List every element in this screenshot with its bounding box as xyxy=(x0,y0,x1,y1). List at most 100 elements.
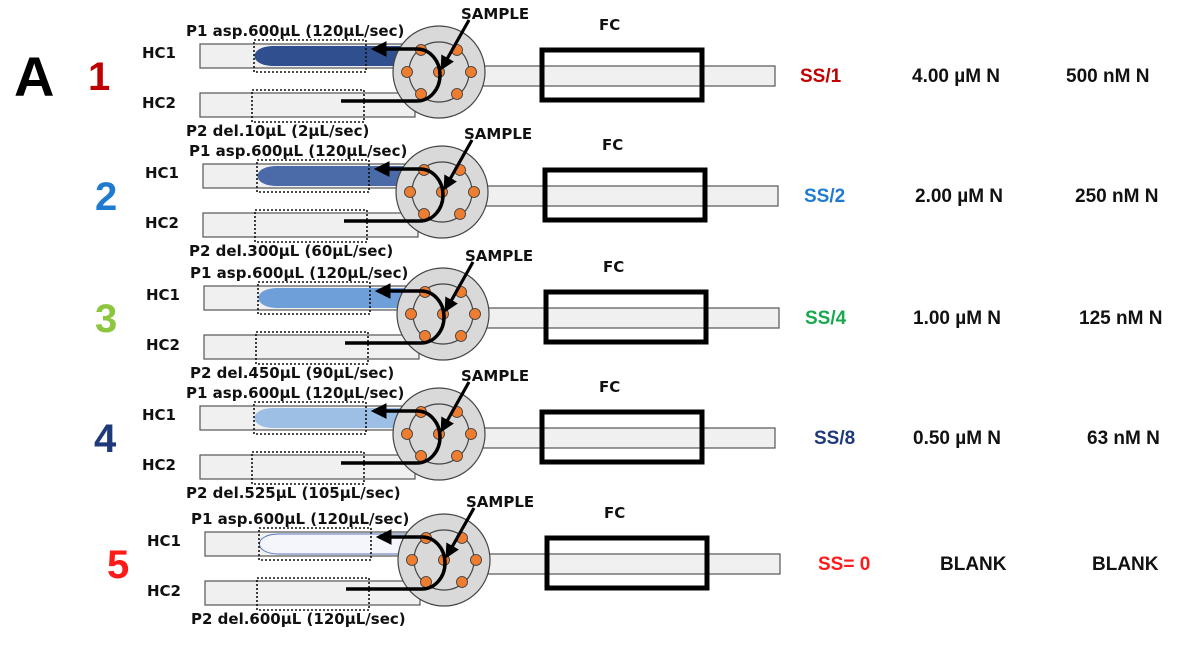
valve-port xyxy=(405,308,417,320)
p1-aspiration-zone xyxy=(257,281,371,315)
flow-cell xyxy=(539,409,705,465)
hc2-holding-coil xyxy=(199,92,416,118)
dilution-factor: SS/2 xyxy=(804,186,845,207)
flow-cell xyxy=(539,47,705,103)
valve-port xyxy=(454,208,466,220)
concentration-um: 0.50 µM N xyxy=(913,428,1001,449)
row-number: 3 xyxy=(95,297,117,341)
hc1-label: HC1 xyxy=(142,406,176,424)
concentration-nm: 63 nM N xyxy=(1087,428,1160,449)
p2-delivery-zone xyxy=(251,89,365,123)
valve-port xyxy=(455,330,467,342)
flow-cell-label: FC xyxy=(604,504,625,522)
valve-port xyxy=(468,186,480,198)
sample-label: SAMPLE xyxy=(466,493,534,511)
outlet-tube xyxy=(474,553,781,575)
row-number: 5 xyxy=(107,543,129,587)
flow-path-arrow xyxy=(345,283,446,345)
p2-delivery-zone xyxy=(251,451,365,485)
hc2-label: HC2 xyxy=(142,94,176,112)
valve-port xyxy=(451,450,463,462)
p1-aspiration-zone xyxy=(253,401,367,435)
flow-cell-label: FC xyxy=(603,258,624,276)
concentration-um: 4.00 µM N xyxy=(912,66,1000,87)
row-number: 4 xyxy=(94,417,117,461)
flow-cell-label: FC xyxy=(599,16,620,34)
hc1-label: HC1 xyxy=(145,164,179,182)
outlet-tube xyxy=(473,307,780,329)
flow-path-arrow xyxy=(344,161,445,223)
valve-port xyxy=(451,88,463,100)
hc2-holding-coil xyxy=(203,334,420,360)
hc2-label: HC2 xyxy=(142,456,176,474)
hc2-holding-coil xyxy=(199,454,416,480)
p1-aspiration-zone xyxy=(258,527,372,561)
flow-cell xyxy=(542,167,708,223)
sample-arrow xyxy=(443,139,474,191)
hc1-label: HC1 xyxy=(146,286,180,304)
p2-delivery-label: P2 del.450µL (90µL/sec) xyxy=(190,364,394,382)
concentration-um: 1.00 µM N xyxy=(913,308,1001,329)
sample-arrow xyxy=(440,381,471,433)
hc2-holding-coil xyxy=(204,580,421,606)
flow-path-arrow xyxy=(341,41,442,103)
sample-label: SAMPLE xyxy=(465,247,533,265)
hc2-label: HC2 xyxy=(147,582,181,600)
sample-label: SAMPLE xyxy=(461,5,529,23)
flow-path-arrow xyxy=(346,529,447,591)
valve-port xyxy=(401,66,413,78)
dilution-factor: SS= 0 xyxy=(818,554,870,575)
p1-aspiration-zone xyxy=(256,159,370,193)
p2-delivery-zone xyxy=(256,577,370,611)
concentration-nm: 500 nM N xyxy=(1066,66,1149,87)
sample-arrow xyxy=(444,261,475,313)
flow-cell-label: FC xyxy=(602,136,623,154)
sample-label: SAMPLE xyxy=(461,367,529,385)
flow-path-arrow xyxy=(341,403,442,465)
sample-arrow xyxy=(445,507,476,559)
p1-aspiration-label: P1 asp.600µL (120µL/sec) xyxy=(189,142,407,160)
valve-port xyxy=(406,554,418,566)
p2-delivery-label: P2 del.525µL (105µL/sec) xyxy=(186,484,401,502)
valve-port xyxy=(470,554,482,566)
dilution-factor: SS/1 xyxy=(800,66,842,87)
p2-delivery-label: P2 del.300µL (60µL/sec) xyxy=(189,242,393,260)
p1-aspiration-label: P1 asp.600µL (120µL/sec) xyxy=(191,510,409,528)
p1-aspiration-label: P1 asp.600µL (120µL/sec) xyxy=(186,384,404,402)
valve-port xyxy=(465,428,477,440)
p2-delivery-zone xyxy=(254,209,368,243)
valve-port xyxy=(465,66,477,78)
p2-delivery-label: P2 del.600µL (120µL/sec) xyxy=(191,610,406,628)
valve-port xyxy=(469,308,481,320)
hc2-label: HC2 xyxy=(146,336,180,354)
valve-port xyxy=(404,186,416,198)
panel-label: A xyxy=(14,45,54,108)
concentration-nm: 125 nM N xyxy=(1079,308,1162,329)
sample-arrow xyxy=(440,19,471,71)
sample-label: SAMPLE xyxy=(464,125,532,143)
hc1-label: HC1 xyxy=(147,532,181,550)
concentration-nm: BLANK xyxy=(1092,554,1159,575)
dilution-factor: SS/4 xyxy=(805,308,847,329)
hc1-label: HC1 xyxy=(142,44,176,62)
p1-aspiration-label: P1 asp.600µL (120µL/sec) xyxy=(186,22,404,40)
outlet-tube xyxy=(469,65,776,87)
flow-cell xyxy=(544,535,710,591)
dilution-factor: SS/8 xyxy=(814,428,855,449)
p2-delivery-zone xyxy=(255,331,369,365)
valve-port xyxy=(401,428,413,440)
flow-cell-label: FC xyxy=(599,378,620,396)
p1-aspiration-zone xyxy=(253,39,367,73)
hc2-label: HC2 xyxy=(145,214,179,232)
concentration-nm: 250 nM N xyxy=(1075,186,1158,207)
row-number: 1 xyxy=(88,55,110,99)
flow-cell xyxy=(543,289,709,345)
outlet-tube xyxy=(469,427,776,449)
hc2-holding-coil xyxy=(202,212,419,238)
row-number: 2 xyxy=(95,175,117,219)
